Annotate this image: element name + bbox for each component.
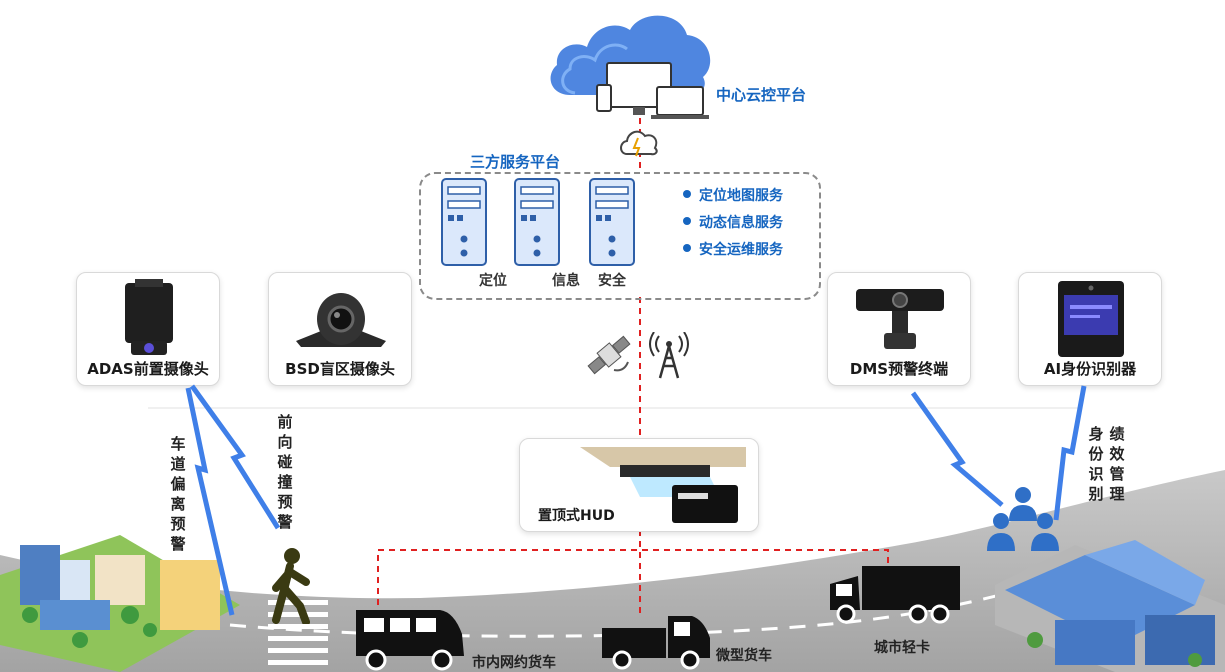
server-icon-info: [514, 178, 560, 266]
ai-identity-device-icon: [1058, 281, 1124, 357]
signal-bolt-left-2: [189, 384, 281, 530]
server-icon-security: [589, 178, 635, 266]
signal-bolt-dms: [910, 391, 1004, 507]
dms-terminal-card: DMS预警终端: [827, 272, 971, 386]
adas-camera-icon: [125, 279, 173, 355]
service-item: 动态信息服务: [683, 210, 783, 237]
signal-bolt-ai: [1053, 385, 1087, 521]
phone-icon: [596, 84, 612, 112]
cloud-platform-icon: [550, 15, 711, 119]
signal-bolt-left: [185, 387, 235, 616]
bullet-icon: [683, 217, 691, 225]
bullet-icon: [683, 190, 691, 198]
city-buildings-illustration: [0, 535, 240, 672]
server-icon-location: [441, 178, 487, 266]
light-truck-label: 城市轻卡: [874, 640, 930, 656]
server-label-info: 信息: [552, 273, 580, 289]
bsd-camera-label: BSD盲区摄像头: [285, 360, 395, 378]
dms-terminal-label: DMS预警终端: [849, 360, 949, 378]
ride-hailing-van-icon: [356, 610, 464, 671]
service-platform-title: 三方服务平台: [470, 153, 561, 171]
mini-truck-icon: [602, 616, 710, 670]
service-platform-box: [419, 172, 821, 300]
mini-truck-label: 微型货车: [716, 648, 772, 664]
server-label-security: 安全: [598, 273, 626, 289]
signal-tower-icon: [649, 332, 689, 379]
logistics-warehouse-illustration: [995, 540, 1225, 672]
adas-camera-card: ADAS前置摄像头: [76, 272, 220, 386]
bsd-camera-card: BSD盲区摄像头: [268, 272, 412, 386]
performance-management-text: 绩效管理: [1109, 425, 1125, 503]
satellite-icon: [587, 335, 631, 375]
light-truck-icon: [830, 566, 960, 624]
ai-identity-card: AI身份识别器: [1018, 272, 1162, 386]
ai-identity-label: AI身份识别器: [1043, 360, 1137, 378]
dms-terminal-icon: [856, 289, 944, 349]
pedestrian-icon: [272, 548, 310, 624]
identity-recognition-text: 身份识别: [1088, 425, 1104, 503]
service-item: 定位地图服务: [683, 183, 783, 210]
people-group-icon: [987, 487, 1059, 551]
ride-hailing-truck-label: 市内网约货车: [472, 655, 556, 671]
bsd-camera-icon: [296, 293, 386, 347]
cloud-platform-label: 中心云控平台: [716, 86, 807, 104]
hud-card: 置顶式HUD: [519, 438, 759, 532]
server-icons: [441, 178, 635, 266]
bullet-icon: [683, 244, 691, 252]
hud-label: 置顶式HUD: [538, 508, 615, 524]
adas-camera-label: ADAS前置摄像头: [87, 360, 209, 378]
hud-device-icon: [580, 447, 746, 523]
service-item: 安全运维服务: [683, 237, 783, 264]
service-list: 定位地图服务 动态信息服务 安全运维服务: [683, 183, 783, 264]
lane-departure-alert: 车道偏离预警: [170, 435, 186, 553]
forward-collision-alert: 前向碰撞预警: [277, 413, 293, 531]
cloud-connector-icon: [620, 130, 658, 157]
server-label-location: 定位: [479, 273, 507, 289]
